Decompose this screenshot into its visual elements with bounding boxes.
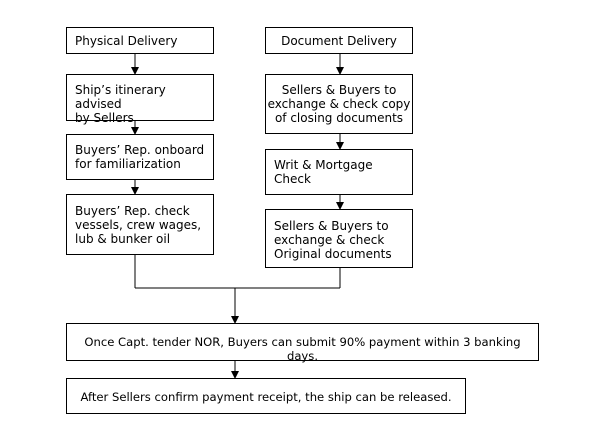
check-vessels-line-1: Buyers’ Rep. check — [75, 204, 190, 218]
exchange-original-line-3: Original documents — [274, 247, 392, 261]
itinerary-box: Ship’s itinerary advised by Sellers — [66, 74, 214, 125]
release-label: After Sellers confirm payment receipt, t… — [80, 390, 452, 404]
payment-box: Once Capt. tender NOR, Buyers can submit… — [66, 323, 539, 363]
document-delivery-label: Document Delivery — [281, 34, 397, 48]
check-vessels-line-3: lub & bunker oil — [75, 232, 171, 246]
writ-mortgage-box: Writ & Mortgage Check — [265, 149, 413, 195]
familiarization-box: Buyers’ Rep. onboard for familiarization — [66, 134, 214, 180]
exchange-copy-line-3: of closing documents — [274, 111, 404, 125]
familiarization-line-1: Buyers’ Rep. onboard — [75, 143, 205, 157]
check-vessels-box: Buyers’ Rep. check vessels, crew wages, … — [66, 194, 214, 255]
exchange-copy-line-1: Sellers & Buyers to — [281, 83, 397, 97]
writ-mortgage-line-2: Check — [274, 172, 311, 186]
exchange-original-line-1: Sellers & Buyers to — [274, 219, 389, 233]
document-delivery-box: Document Delivery — [265, 27, 413, 54]
writ-mortgage-line-1: Writ & Mortgage — [274, 158, 373, 172]
exchange-original-box: Sellers & Buyers to exchange & check Ori… — [265, 209, 413, 268]
familiarization-line-2: for familiarization — [75, 157, 181, 171]
exchange-original-line-2: exchange & check — [274, 233, 385, 247]
exchange-copy-line-2: exchange & check copy — [267, 97, 411, 111]
exchange-copy-box: Sellers & Buyers to exchange & check cop… — [265, 74, 413, 134]
payment-label: Once Capt. tender NOR, Buyers can submit… — [84, 335, 521, 363]
physical-delivery-box: Physical Delivery — [66, 27, 214, 54]
release-box: After Sellers confirm payment receipt, t… — [66, 378, 466, 414]
itinerary-line-2: by Sellers — [75, 111, 134, 125]
itinerary-line-1: Ship’s itinerary advised — [75, 83, 166, 111]
physical-delivery-label: Physical Delivery — [75, 34, 178, 48]
check-vessels-line-2: vessels, crew wages, — [75, 218, 202, 232]
